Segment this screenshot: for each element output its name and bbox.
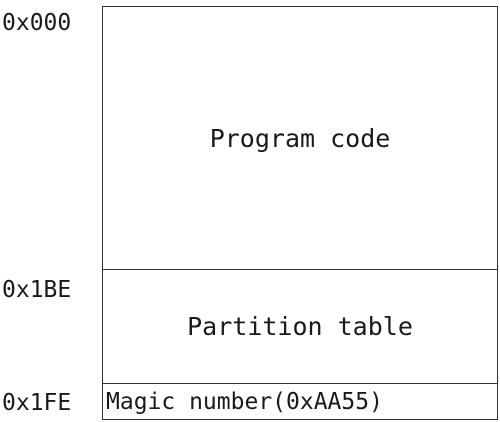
offset-label-magic-number: 0x1FE bbox=[2, 390, 72, 416]
magic-number-region: Magic number(0xAA55) bbox=[103, 384, 497, 419]
memory-layout-box: Program code Partition table Magic numbe… bbox=[102, 6, 498, 420]
partition-table-label: Partition table bbox=[187, 312, 413, 341]
partition-table-region: Partition table bbox=[103, 270, 497, 384]
magic-number-label: Magic number(0xAA55) bbox=[106, 388, 383, 415]
program-code-label: Program code bbox=[209, 123, 391, 153]
offset-label-code: 0x000 bbox=[2, 10, 72, 36]
program-code-region: Program code bbox=[103, 7, 497, 270]
offset-label-partition-table: 0x1BE bbox=[2, 277, 72, 303]
